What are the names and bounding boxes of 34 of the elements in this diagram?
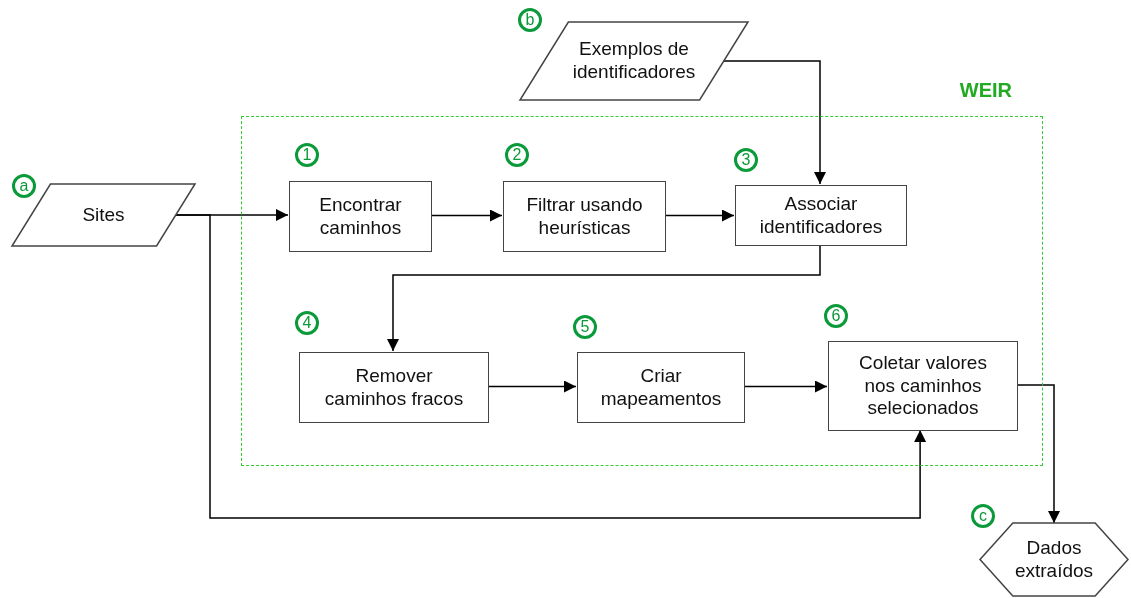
- callout-number: 3: [734, 148, 758, 172]
- node-label: Dados extraídos: [1013, 536, 1095, 583]
- node-label: Encontrar caminhos: [318, 193, 403, 240]
- callout-number: c: [971, 504, 995, 528]
- process-box: [289, 181, 432, 252]
- node-label: Sites: [81, 203, 126, 227]
- process-box: [503, 181, 666, 252]
- callout-number: a: [12, 174, 36, 198]
- process-box: [828, 341, 1018, 431]
- arrow: [175, 214, 927, 519]
- node-label: Filtrar usando heurísticas: [525, 193, 644, 240]
- arrow: [487, 380, 577, 393]
- node-label: Associar identificadores: [758, 192, 884, 239]
- process-box: [735, 185, 907, 246]
- callout-number: 2: [505, 143, 529, 167]
- callout-number: b: [518, 8, 542, 32]
- callout-number: 1: [295, 143, 319, 167]
- arrow: [664, 209, 735, 222]
- node-label: Coletar valores nos caminhos selecionados: [858, 351, 988, 421]
- callout-number: 4: [295, 311, 319, 335]
- output-hexagon: [980, 523, 1128, 596]
- arrow: [1016, 384, 1060, 524]
- group-title: WEIR: [959, 79, 1012, 102]
- node-label: Criar mapeamentos: [599, 364, 723, 411]
- arrow: [430, 209, 503, 222]
- node-label: Remover caminhos fracos: [323, 364, 465, 411]
- process-box: [299, 352, 489, 423]
- node-label: Exemplos de identificadores: [571, 38, 697, 84]
- arrow: [743, 380, 828, 393]
- data-parallelogram: [12, 184, 195, 246]
- callout-number: 5: [573, 315, 597, 339]
- process-box: [577, 352, 745, 423]
- callout-number: 6: [824, 304, 848, 328]
- arrow: [387, 244, 821, 352]
